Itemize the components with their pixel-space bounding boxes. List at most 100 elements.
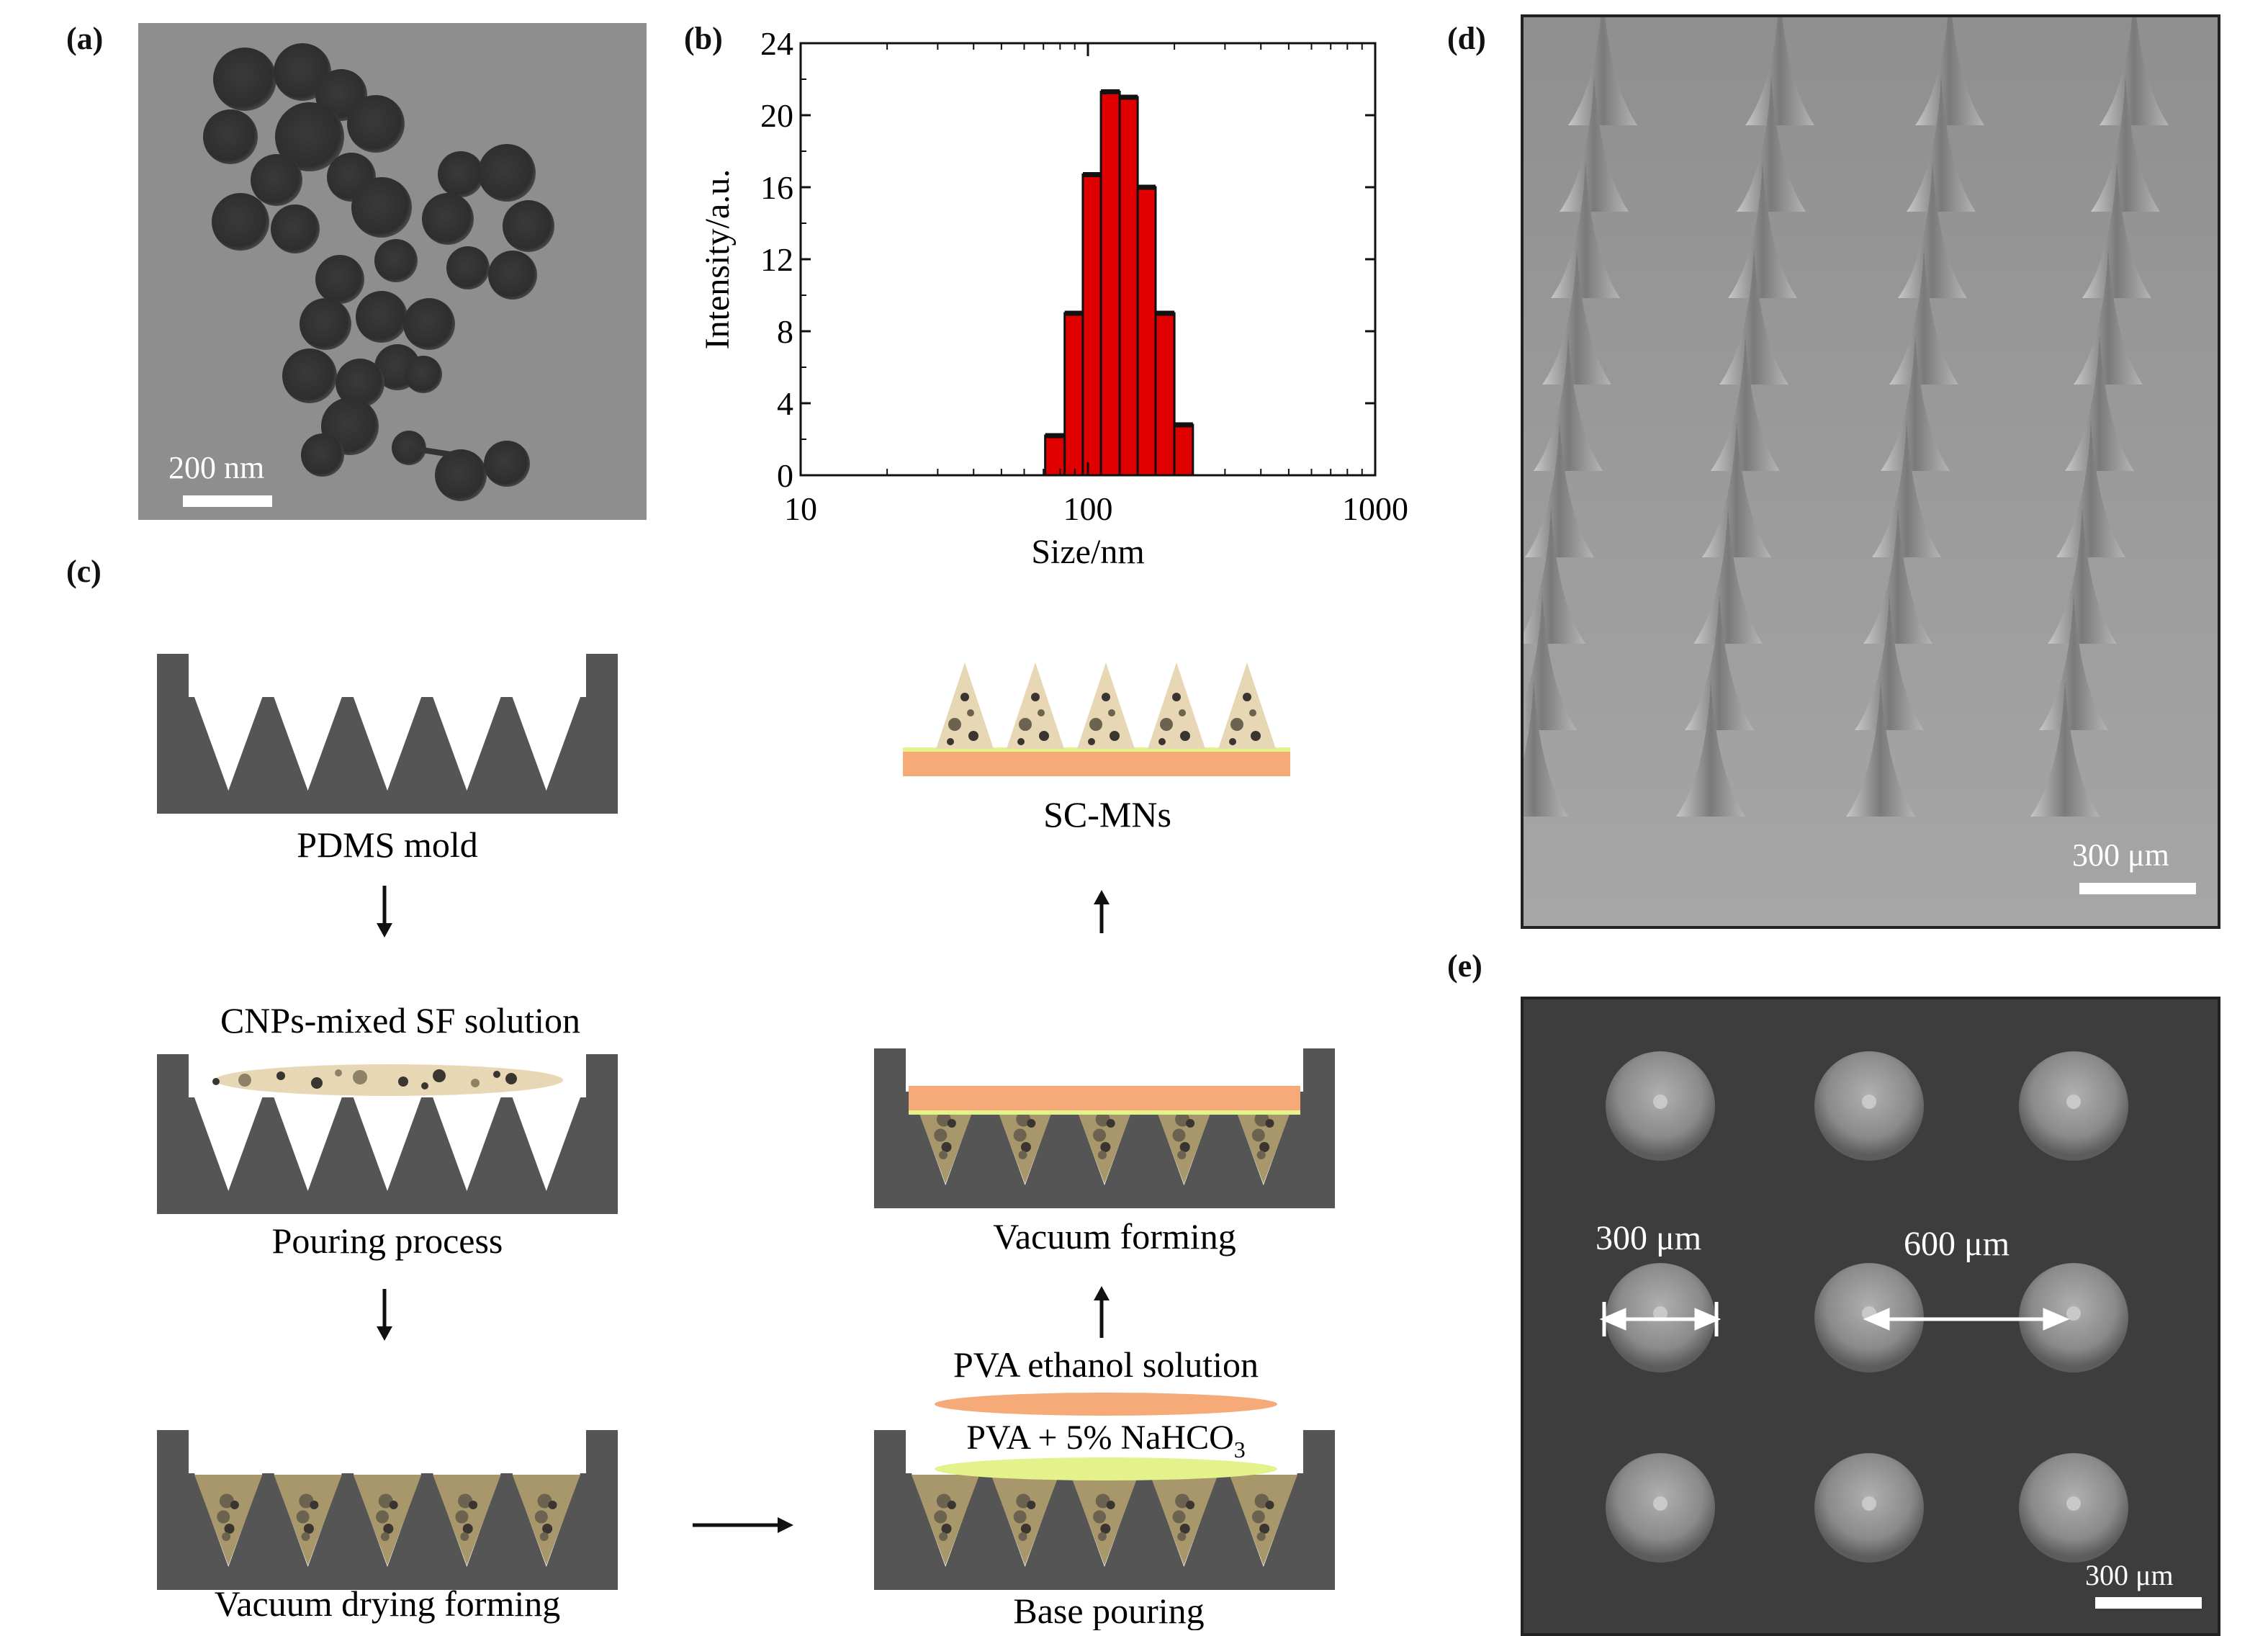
nanoparticle-dot bbox=[1179, 1524, 1190, 1534]
nanoparticle-dot bbox=[471, 1079, 480, 1087]
histogram-bar-1 bbox=[1044, 434, 1066, 477]
microneedle-cone bbox=[1702, 421, 1771, 557]
microneedle-cone bbox=[1907, 75, 1976, 212]
nanoparticle-dot bbox=[537, 1493, 552, 1509]
nanoparticle-dot bbox=[948, 718, 961, 731]
nanoparticle-dot bbox=[224, 1524, 235, 1534]
nanoparticle-dot bbox=[462, 1524, 473, 1534]
microneedle-cone bbox=[1542, 248, 1611, 385]
nanoparticle-dot bbox=[311, 1077, 323, 1089]
microneedle-cone bbox=[1872, 421, 1941, 557]
nanoparticle-dot bbox=[1018, 1151, 1027, 1159]
nanoparticle-dot bbox=[505, 1073, 517, 1084]
nanoparticle-dot bbox=[1249, 709, 1256, 716]
microneedle-tip-point bbox=[2066, 1095, 2081, 1109]
nanoparticle-dot bbox=[1265, 1501, 1274, 1509]
nanoparticle-dot bbox=[1095, 1493, 1110, 1509]
arrow-right-head bbox=[778, 1517, 793, 1533]
nanoparticle-dot bbox=[301, 1532, 310, 1541]
microneedle-array-side bbox=[1524, 17, 2218, 926]
nanoparticle-dot bbox=[939, 1532, 948, 1541]
microneedle-cone bbox=[1560, 75, 1629, 212]
microneedle-cone bbox=[1855, 593, 1924, 730]
nanoparticle-dot bbox=[1243, 693, 1251, 701]
nanoparticle-dot bbox=[1110, 731, 1120, 741]
nanoparticle-dot bbox=[1018, 1532, 1027, 1541]
nanoparticle-dot bbox=[1019, 718, 1032, 731]
microneedle-cone bbox=[1524, 593, 1577, 730]
nanoparticle-dot bbox=[1254, 1112, 1269, 1127]
arrow-down-1-head bbox=[377, 923, 392, 938]
microneedle-cone bbox=[1863, 507, 1932, 644]
microneedle-cone bbox=[2065, 334, 2134, 471]
microneedle-cone bbox=[2082, 161, 2151, 298]
nanoparticle-dot bbox=[398, 1077, 408, 1087]
nanoparticle-dot bbox=[455, 1510, 469, 1524]
scale-bar-a bbox=[183, 495, 272, 507]
microneedle-cone bbox=[1737, 75, 1806, 212]
nanoparticle-dot bbox=[238, 1074, 251, 1087]
x-axis-title: Size/nm bbox=[1031, 533, 1144, 571]
microneedle-cone bbox=[2074, 248, 2143, 385]
microneedle-array-top bbox=[1599, 1051, 2128, 1563]
scale-label-e: 300 μm bbox=[2085, 1559, 2174, 1591]
sc-mns-product bbox=[903, 662, 1290, 776]
nanoparticle-dot bbox=[1016, 1112, 1031, 1127]
nanoparticle-dot bbox=[1093, 1510, 1107, 1524]
microneedle-cone bbox=[1915, 17, 1984, 125]
nanoparticle-dot bbox=[534, 1510, 548, 1524]
microneedle-cone bbox=[2048, 507, 2117, 644]
microneedle-tip-point bbox=[1653, 1306, 1668, 1321]
nanoparticle-dot bbox=[1179, 1142, 1190, 1152]
scale-label-d: 300 μm bbox=[2072, 837, 2169, 873]
nanoparticle-dot bbox=[1180, 731, 1190, 741]
caption-vacuum-forming: Vacuum forming bbox=[993, 1216, 1236, 1257]
nanoparticle-dot bbox=[222, 1532, 231, 1541]
nahco3-interface bbox=[909, 1110, 1300, 1115]
nanoparticle-dot bbox=[939, 1151, 948, 1159]
microneedle-tip-point bbox=[1862, 1496, 1876, 1511]
nanoparticle-dot bbox=[335, 1069, 342, 1077]
nanoparticle-dot bbox=[1160, 718, 1173, 731]
nanoparticle-dot bbox=[1027, 1119, 1036, 1128]
microneedle-cone bbox=[1846, 680, 1915, 817]
mold-dried bbox=[157, 1430, 618, 1590]
nanoparticle-dot bbox=[1251, 731, 1261, 741]
nanoparticle-dot bbox=[960, 693, 969, 701]
microneedle-tip-point bbox=[1653, 1496, 1668, 1511]
nanoparticle-dot bbox=[947, 1119, 956, 1128]
nanoparticle-dot bbox=[1179, 709, 1186, 716]
pva-base-layer bbox=[909, 1086, 1300, 1110]
nanoparticle-dot bbox=[353, 1070, 367, 1084]
nanoparticle-dot bbox=[299, 1493, 314, 1509]
nanoparticle-dot bbox=[1020, 1524, 1031, 1534]
nanoparticle-dot bbox=[1254, 1493, 1269, 1509]
nanoparticle-dot bbox=[941, 1142, 952, 1152]
microneedle-cone bbox=[1728, 161, 1797, 298]
microneedle-cone bbox=[2039, 593, 2108, 730]
nanoparticle-dot bbox=[1186, 1119, 1195, 1128]
nanoparticle-dot bbox=[1177, 1151, 1187, 1159]
nanoparticle-dot bbox=[219, 1493, 234, 1509]
y-tick-label: 8 bbox=[777, 313, 793, 350]
nanoparticle-dot bbox=[217, 1510, 230, 1524]
nanoparticle-dot bbox=[433, 1069, 446, 1082]
y-tick-label: 16 bbox=[760, 169, 793, 206]
nanoparticle-dot bbox=[1088, 738, 1095, 745]
pva-ethanol-drop bbox=[935, 1393, 1277, 1416]
nanoparticle-dot bbox=[1017, 738, 1025, 745]
nanoparticle-dot bbox=[1259, 1142, 1270, 1152]
nanoparticle-dot bbox=[967, 709, 974, 716]
caption-pouring: Pouring process bbox=[272, 1221, 503, 1261]
nanoparticle-dot bbox=[310, 1501, 319, 1509]
microneedle-cone bbox=[1711, 334, 1780, 471]
arrow-up-1-head bbox=[1094, 1286, 1110, 1300]
nanoparticle-dot bbox=[1108, 709, 1115, 716]
arrow-up-2-head bbox=[1094, 890, 1110, 904]
nanoparticle-dot bbox=[1172, 1128, 1186, 1142]
scale-bar-e bbox=[2095, 1597, 2202, 1609]
microneedle-cone bbox=[1676, 680, 1745, 817]
nanoparticle-dot bbox=[1095, 1112, 1110, 1127]
microneedle-tip bbox=[1218, 662, 1276, 749]
nanoparticle-dot bbox=[1093, 1128, 1107, 1142]
